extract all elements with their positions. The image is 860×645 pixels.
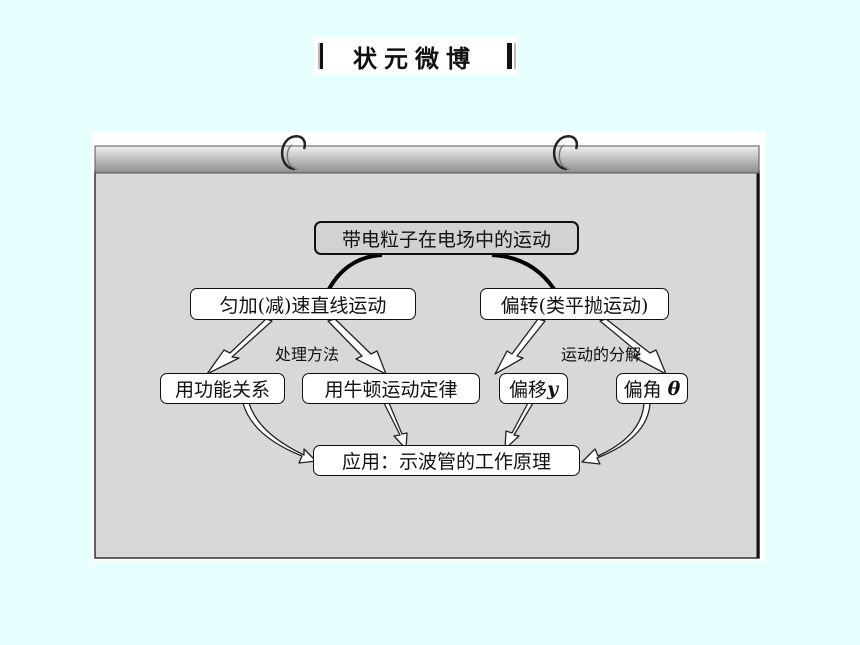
notebook-board: 带电粒子在电场中的运动 匀加(减)速直线运动 偏转(类平抛运动) 处理方法 运动… <box>92 131 766 561</box>
arrow-to-deflection <box>494 318 546 375</box>
method-arrows <box>206 318 667 375</box>
application-node: 应用：示波管的工作原理 <box>313 445 580 476</box>
binder-ring-right <box>553 135 579 171</box>
part-angle-text: 偏角 <box>623 379 668 401</box>
branch-uniform-acceleration: 匀加(减)速直线运动 <box>190 288 416 320</box>
method-newton: 用牛顿运动定律 <box>302 373 480 404</box>
application-arrows <box>242 402 651 465</box>
annotation-method: 处理方法 <box>274 345 339 364</box>
annotation-decomposition: 运动的分解 <box>560 345 641 364</box>
arrow-newton-to-app <box>383 402 408 450</box>
part-deflection-text: 偏移 <box>508 379 547 401</box>
arrow-to-newton <box>327 318 387 375</box>
title-text: 状元微博 <box>353 44 477 73</box>
root-node: 带电粒子在电场中的运动 <box>314 221 579 255</box>
notebook-graphic <box>94 135 760 559</box>
part-angle-theta: 偏角 θ <box>616 373 688 404</box>
binder-bar <box>94 145 760 174</box>
arrow-to-angle <box>599 318 667 375</box>
arrow-to-energy <box>206 318 273 375</box>
branch-deflection: 偏转(类平抛运动) <box>480 288 669 320</box>
arrow-deflection-to-app <box>504 402 534 450</box>
title-left-bar <box>318 43 323 69</box>
method-energy: 用功能关系 <box>160 373 285 404</box>
part-deflection-variable: y <box>546 377 559 400</box>
slide-title: 状元微博 <box>313 38 517 74</box>
title-right-bar <box>507 43 516 69</box>
root-connectors <box>327 253 556 291</box>
part-angle-variable: θ <box>667 377 681 400</box>
arrow-angle-to-app <box>581 402 651 465</box>
binder-ring-left <box>281 135 307 171</box>
